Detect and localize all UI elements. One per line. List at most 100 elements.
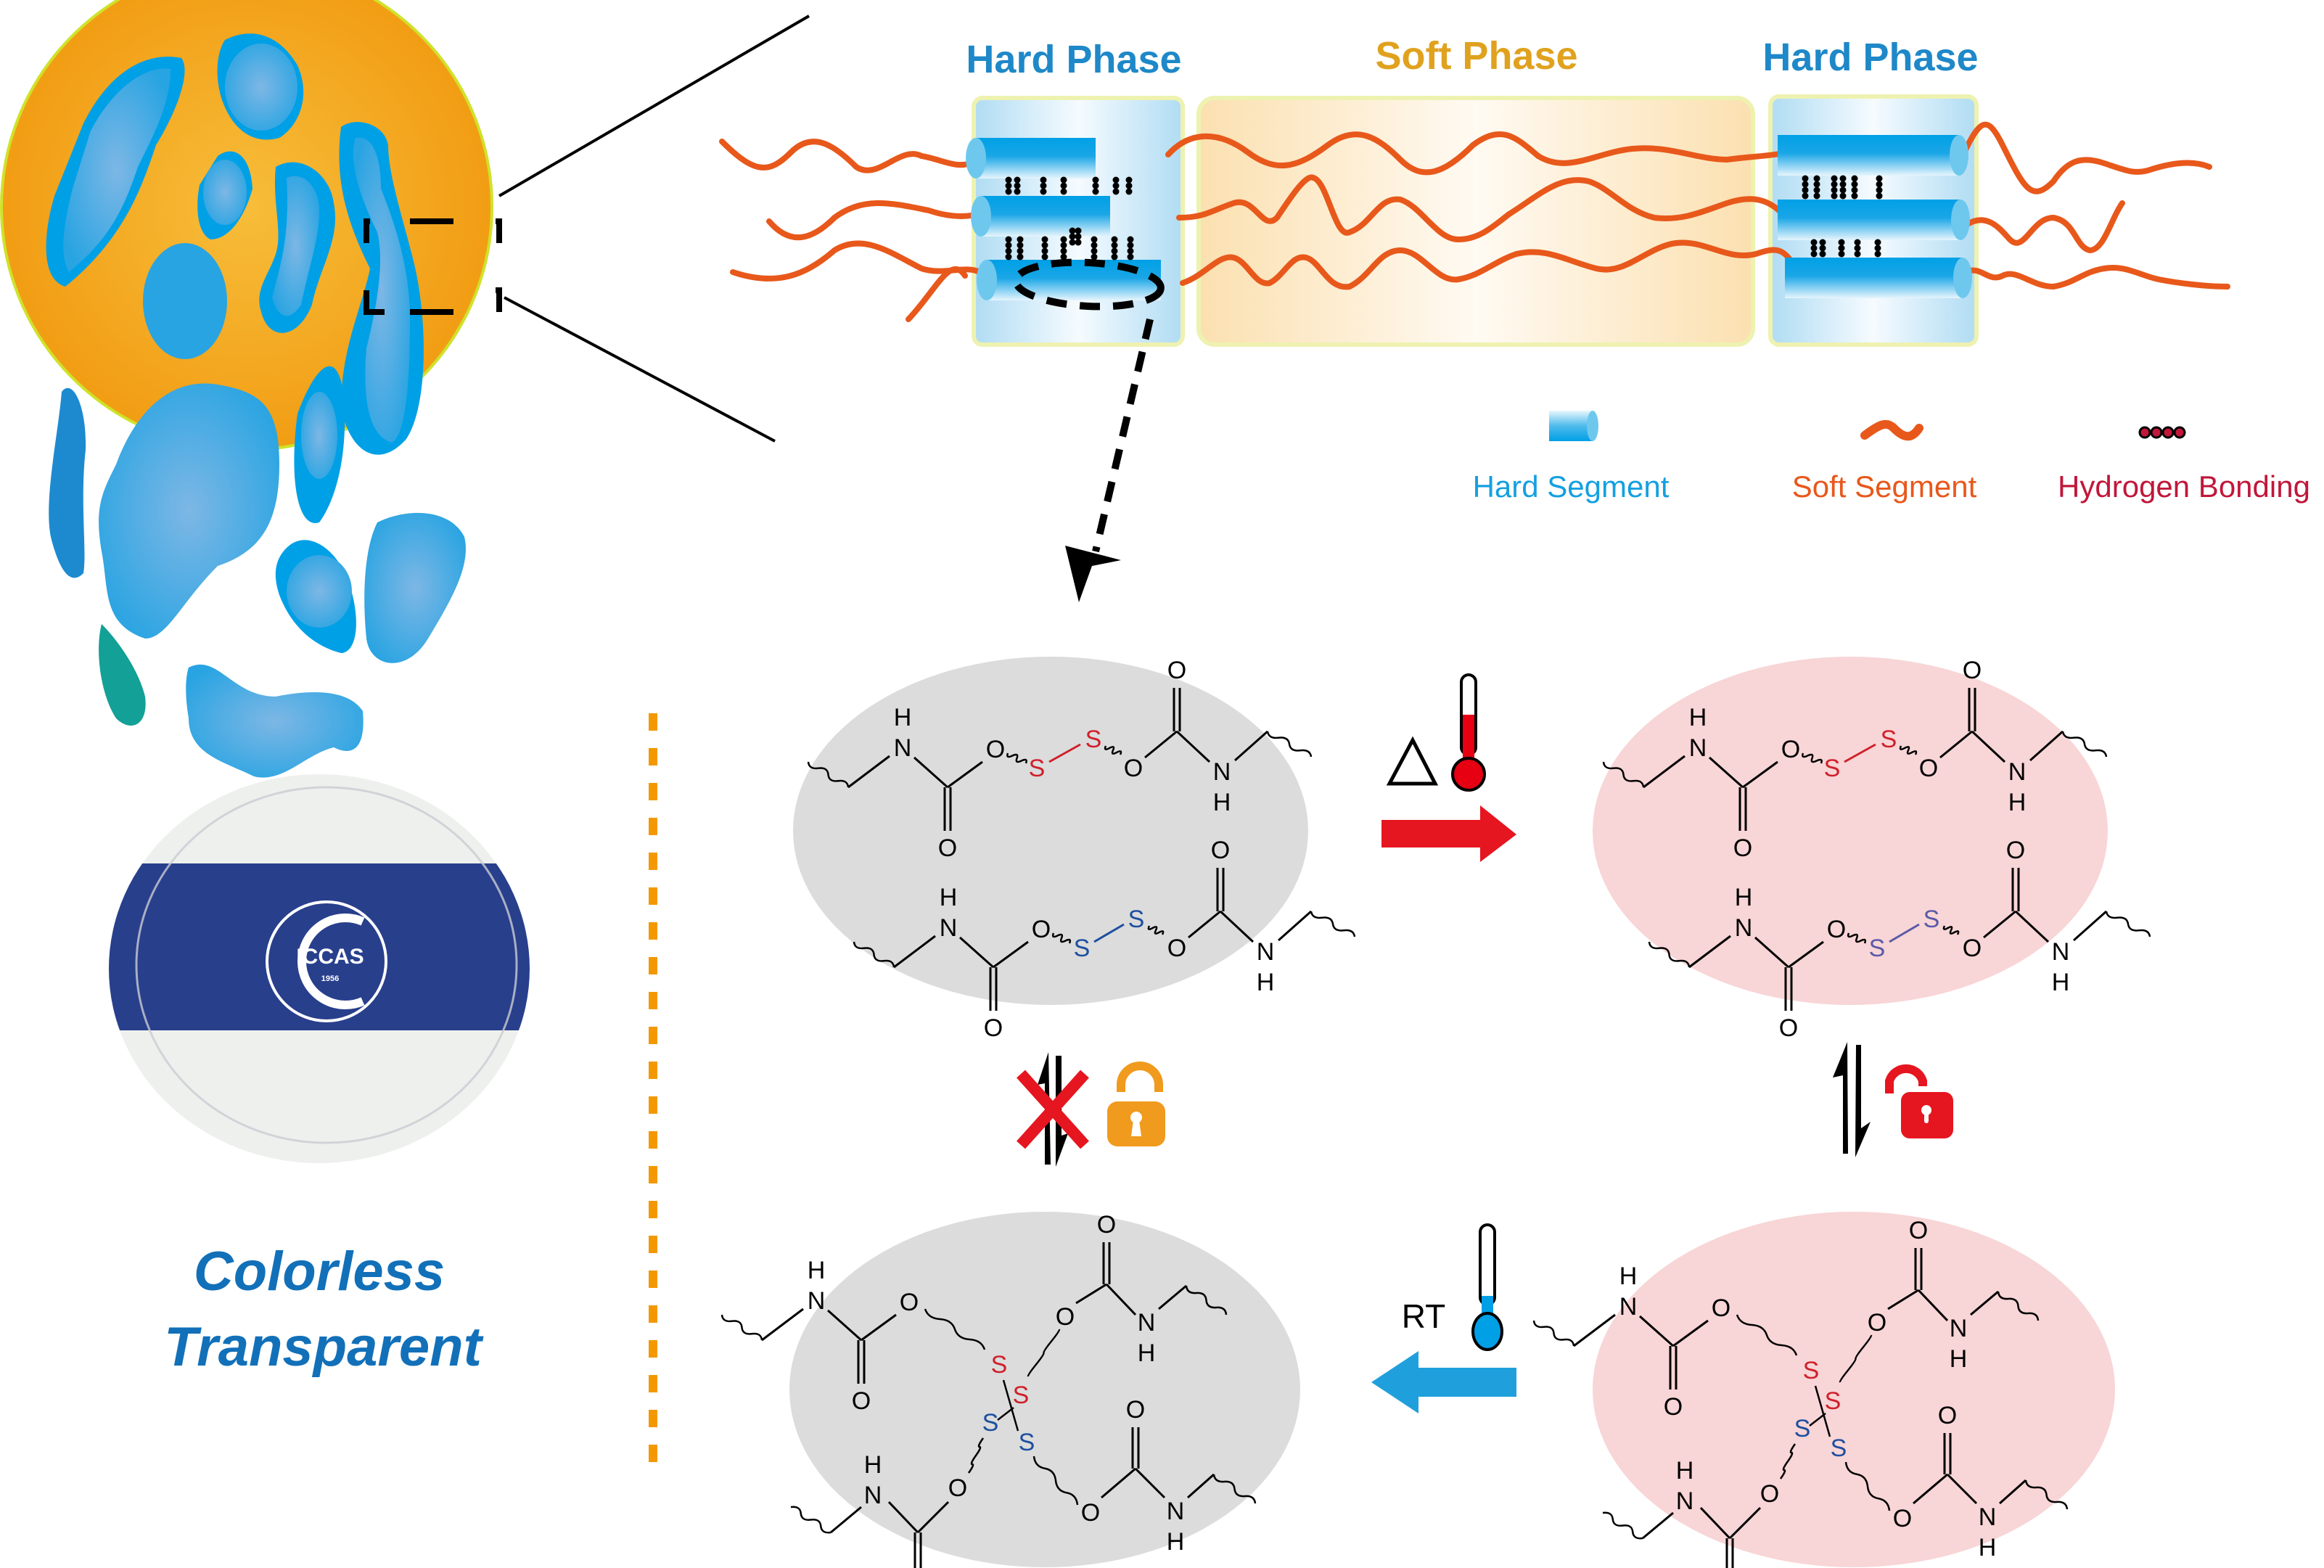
atom-label: O	[1032, 916, 1051, 943]
hydrogen-bond-dot	[1060, 176, 1067, 184]
atom-label: H	[1167, 1528, 1185, 1556]
hydrogen-bond-dot	[1851, 186, 1858, 194]
wavy-bond	[1027, 1329, 1061, 1377]
wavy-bond	[853, 941, 895, 968]
equilibrium-arrows-icon	[1038, 1052, 1068, 1167]
bond	[1688, 935, 1731, 969]
bond	[1814, 1385, 1831, 1437]
legend-item-hard-segment: Hard Segment	[1473, 411, 1670, 504]
bond	[1188, 910, 1221, 939]
hydrogen-bond-dot	[1851, 192, 1858, 200]
bond	[916, 1501, 950, 1534]
hard-segments-left	[966, 138, 1161, 300]
bond	[1983, 910, 2016, 939]
atom-label: N	[864, 1482, 882, 1509]
atom-label: H	[894, 704, 912, 731]
blocked-x-icon	[1017, 1070, 1089, 1149]
bond	[1754, 936, 1789, 969]
atom-label: O	[2006, 837, 2025, 864]
soft-segment-chains	[719, 121, 2230, 322]
hard-segment-cylinder	[971, 196, 1110, 237]
legend: Hard Segment Soft Segment Hydrogen Bondi…	[1473, 411, 2310, 504]
atom-label: O	[984, 1014, 1003, 1042]
hydrogen-bond-dot	[1854, 245, 1861, 252]
hydrogen-bond-dot	[1112, 176, 1120, 184]
hydrogen-bond-dot	[1017, 236, 1024, 243]
atom-label: H	[1213, 789, 1231, 816]
atom-label: O	[1779, 1014, 1798, 1042]
soft-chain	[906, 266, 968, 322]
wavy-bond	[2024, 1479, 2069, 1510]
heat-arrow	[1381, 805, 1516, 862]
hard-segments-right	[1778, 135, 1972, 298]
atom-label: N	[1950, 1315, 1968, 1342]
atom-label: N	[894, 734, 912, 762]
bond	[1048, 743, 1081, 763]
wavy-bond	[2105, 911, 2151, 937]
cool-condition: RT	[1371, 1223, 1516, 1413]
soft-chain	[1514, 239, 1802, 279]
atom-label: O	[1056, 1303, 1075, 1331]
atom-label: S	[1074, 935, 1091, 962]
soft-chain	[1506, 177, 1791, 224]
atom-label: S	[1825, 1387, 1841, 1415]
atom-label: S	[991, 1351, 1008, 1379]
hydrogen-bond-dot	[1092, 188, 1099, 195]
wavy-bond	[1997, 1291, 2040, 1321]
hydrogen-bond-dot	[1802, 192, 1809, 200]
logo-text: ICCAS	[296, 945, 364, 969]
wavy-bond	[1006, 752, 1027, 764]
soft-phase-box	[1196, 96, 1755, 347]
wavy-bond	[1802, 752, 1823, 764]
atom-label: H	[1950, 1345, 1968, 1373]
wavy-bond	[924, 1308, 986, 1350]
atom-label: N	[1213, 758, 1231, 786]
hydrogen-bond-dot	[1831, 192, 1838, 200]
bond	[1742, 760, 1778, 789]
wavy-bond	[967, 1437, 985, 1474]
wavy-bond	[1104, 745, 1122, 755]
wavy-bond	[1736, 1314, 1798, 1356]
bond	[887, 1501, 919, 1534]
atom-label: N	[2052, 938, 2070, 966]
cylinder-icon	[1549, 411, 1593, 441]
hydrogen-bond-dot	[1851, 175, 1858, 182]
arrow-head	[1065, 546, 1121, 602]
hydrogen-bond-dot	[1014, 176, 1021, 184]
atom-label: O	[1081, 1499, 1100, 1527]
atom-label: O	[938, 834, 957, 862]
atom-label: N	[1257, 938, 1275, 966]
callout-line-bottom	[504, 296, 776, 443]
bond	[1939, 730, 1973, 759]
hydrogen-bond-dot	[1060, 247, 1067, 255]
wavy-bond	[1185, 1285, 1228, 1315]
thermometer-hot-icon	[1451, 673, 1486, 792]
atom-label: N	[1689, 734, 1707, 762]
hydrogen-bond-dot	[1802, 186, 1809, 194]
atom-label: O	[1126, 1396, 1145, 1424]
atom-label: S	[1794, 1415, 1811, 1442]
hydrogen-bonds	[1005, 175, 1883, 260]
molecule-structures: NHOOSSOONHNHOOSSOONHNHOOSSOONHNHOOSSOONH…	[720, 657, 2151, 1568]
atom-label: S	[982, 1409, 999, 1437]
hydrogen-bond-dot	[1091, 242, 1098, 249]
blocked-equilibrium	[1017, 1052, 1165, 1167]
wavy-bond	[807, 761, 850, 788]
hydrogen-bond-dot	[1111, 247, 1118, 255]
bond	[1970, 1290, 1999, 1316]
soft-chain	[1165, 131, 1541, 176]
soft-phase-label: Soft Phase	[1375, 34, 1577, 78]
hydrogen-bond-dot	[1092, 182, 1099, 189]
hard-domain	[99, 624, 146, 726]
hydrogen-bond-dot	[1069, 233, 1076, 240]
hydrogen-bond-dot	[1017, 242, 1024, 249]
bond	[1672, 1319, 1709, 1347]
hydrogen-bond-dot	[1091, 253, 1098, 260]
hydrogen-bond-dot	[1876, 175, 1883, 182]
hydrogen-bond-dot	[1112, 188, 1120, 195]
hydrogen-bond-dot	[1839, 186, 1847, 194]
soft-chain	[1180, 247, 1519, 290]
bond	[1093, 923, 1125, 943]
hard-domain	[49, 387, 86, 578]
hydrogen-bond-dot	[1819, 239, 1826, 246]
